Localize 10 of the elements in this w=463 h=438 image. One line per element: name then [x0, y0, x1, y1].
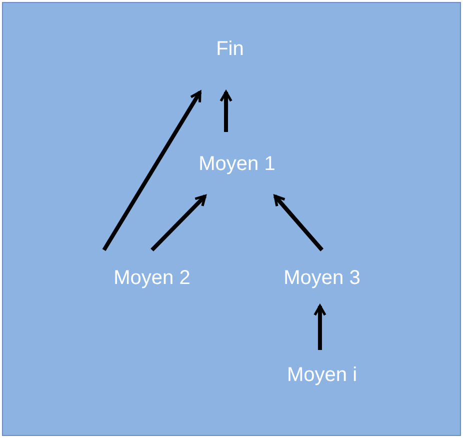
arrow: [102, 90, 202, 252]
node-label: Fin: [216, 38, 244, 61]
arrow: [150, 194, 207, 252]
node-label: Moyen 2: [114, 266, 190, 290]
node-label: Moyen 3: [284, 266, 360, 290]
node-label: Moyen 1: [198, 152, 276, 176]
node-label: Moyen i: [286, 364, 358, 386]
arrow: [314, 304, 326, 350]
arrow: [273, 194, 324, 252]
arrow: [220, 90, 232, 132]
